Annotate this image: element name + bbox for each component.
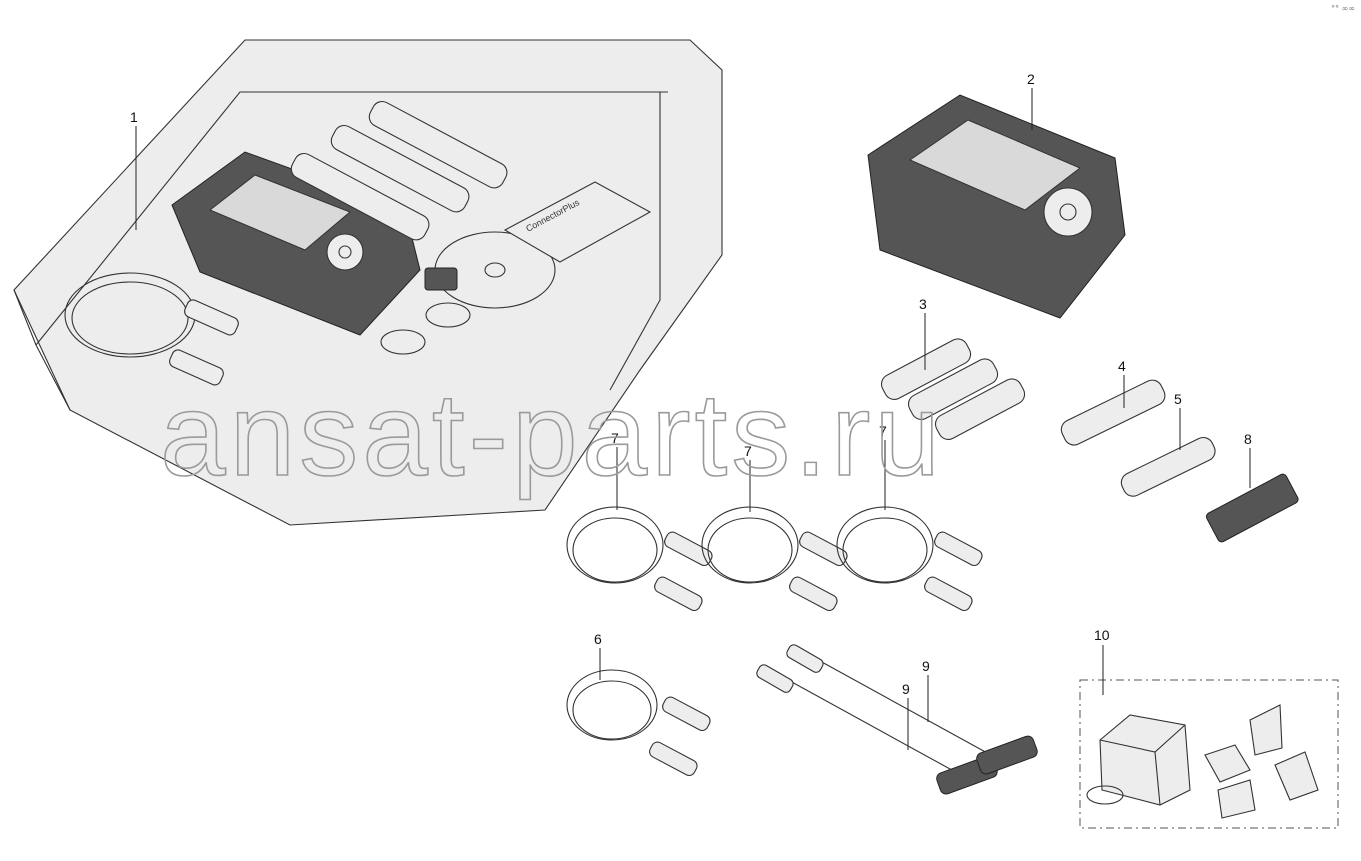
cable-item-7c: 7 [836, 423, 983, 612]
sensor-set: 3 [880, 296, 1026, 440]
callout-7b: 7 [744, 443, 752, 459]
power-supply-kit: 10 [1079, 627, 1339, 829]
callout-1: 1 [130, 109, 138, 125]
cable-item-7a: 7 [566, 430, 713, 612]
sensor-item-5: 5 [1120, 391, 1216, 497]
callout-3: 3 [919, 296, 927, 312]
y-cable-item-9: 9 9 [756, 644, 1038, 795]
case-cable [64, 272, 239, 386]
sensor-item-4: 4 [1060, 358, 1166, 446]
handheld-meter: 2 [867, 71, 1126, 319]
watermark: ansat-parts.ru [160, 369, 944, 501]
callout-7c: 7 [879, 423, 887, 439]
corner-mark: °° ∞∞ [1331, 4, 1355, 13]
callout-10: 10 [1094, 627, 1110, 643]
cable-item-6: 6 [566, 631, 711, 777]
callout-8: 8 [1244, 431, 1252, 447]
callout-9a: 9 [902, 681, 910, 697]
cable-item-7b: 7 [701, 443, 848, 612]
callout-6: 6 [594, 631, 602, 647]
callout-5: 5 [1174, 391, 1182, 407]
adapter-item-8: 8 [1205, 431, 1299, 543]
callout-4: 4 [1118, 358, 1126, 374]
callout-9b: 9 [922, 658, 930, 674]
carrying-case: ConnectorPlus 1 [13, 39, 723, 526]
case-sensors [290, 100, 508, 241]
callout-2: 2 [1027, 71, 1035, 87]
callout-7a: 7 [611, 430, 619, 446]
